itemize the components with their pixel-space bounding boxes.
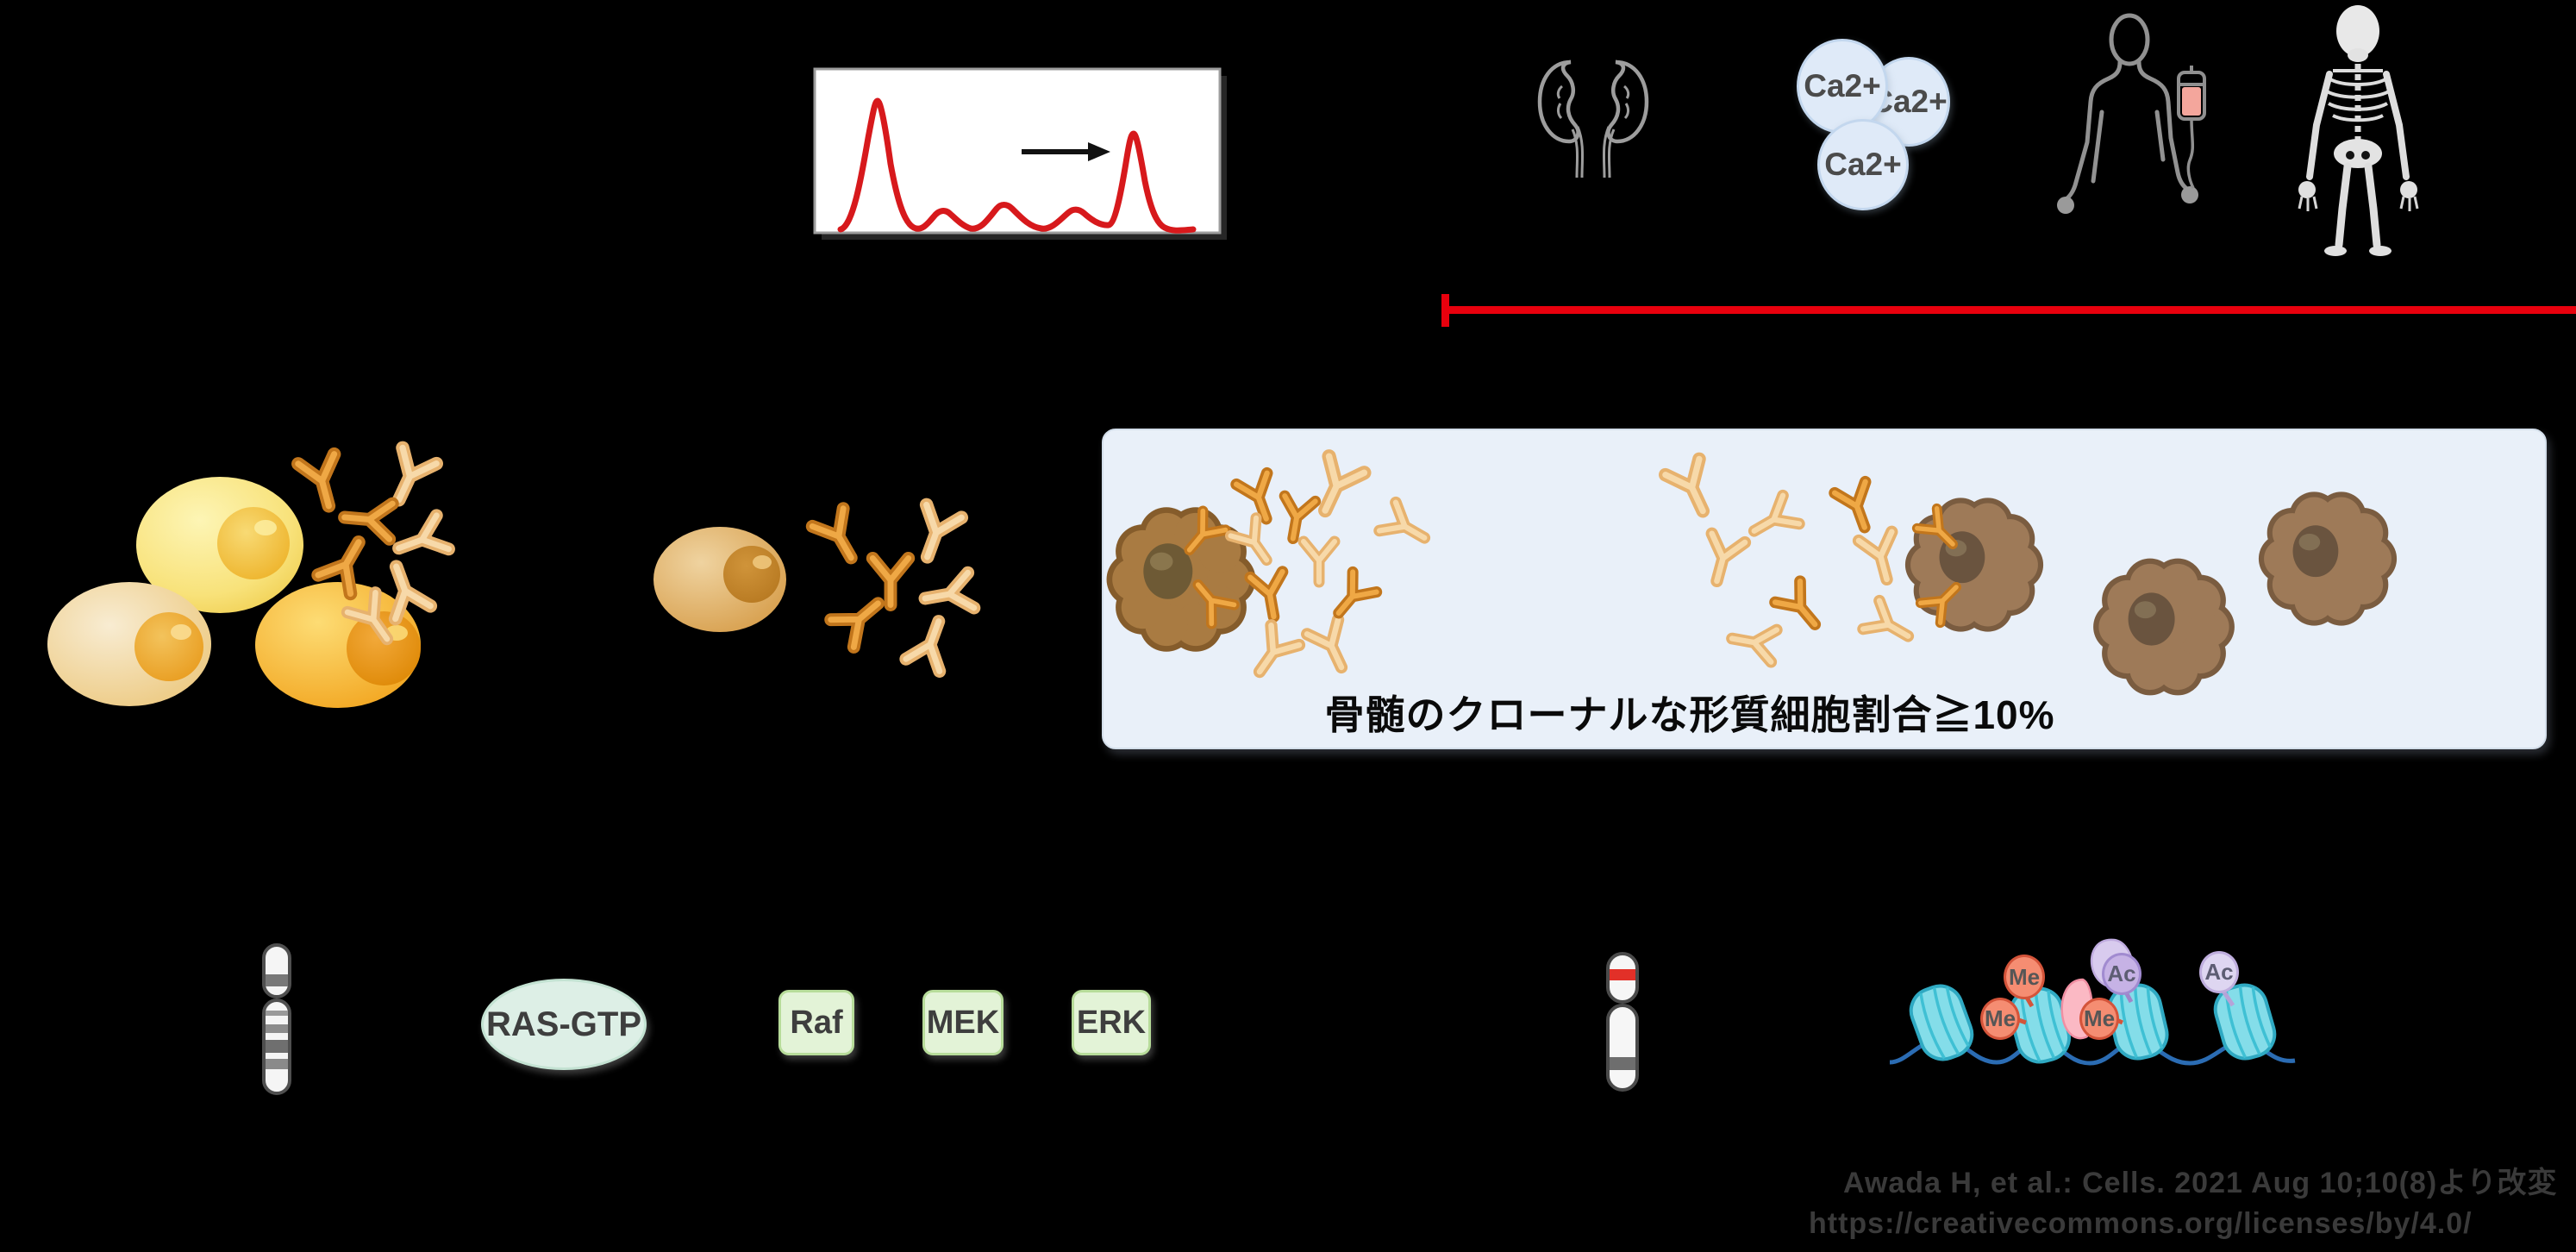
myeloma-cell-icon [2258,491,2398,626]
calcium-ion-icon: Ca2+ [1797,39,1888,134]
acetylation-icon: Ac [2199,951,2239,993]
mgus-cell-group [653,504,974,672]
marrow-caption: 骨髄のクローナルな形質細胞割合≧10% [1324,692,2055,737]
ras-gtp-node: RAS-GTP [481,979,647,1070]
plasma-cell-icon [47,582,211,706]
erk-label: ERK [1076,1004,1147,1041]
antibody-field [1230,456,1916,682]
acetyl-label: Ac [2107,961,2136,986]
ras-gtp-label: RAS-GTP [486,1005,641,1043]
acetylation-icon: Ac [2102,953,2141,995]
spep-curve [837,97,1197,234]
nucleosome-icon [1903,978,1980,1067]
mek-label: MEK [926,1004,1000,1041]
calcium-label: Ca2+ [1824,147,1902,182]
erk-node: ERK [1072,990,1151,1055]
myeloma-cell-icon [1904,498,2044,632]
plasma-cell-group [47,448,449,708]
plasma-cell-icon [653,527,786,632]
methyl-label: Me [1984,1005,2016,1031]
calcium-ion-icon: Ca2+ [1817,119,1909,210]
calcium-label: Ca2+ [1804,68,1881,103]
antibody-cluster [812,504,974,672]
translocation-chromosome-icon [1606,952,1639,1092]
methylation-icon: Me [2079,998,2119,1040]
acetyl-label: Ac [2204,959,2234,985]
spep-mspike-icon [813,67,1227,240]
arrow-right-icon [1022,142,1110,161]
bone-skeleton-icon [2298,5,2419,256]
anemia-transfusion-icon [2057,13,2206,214]
methyl-label: Me [2008,963,2041,990]
kidney-icon [1537,59,1649,178]
methylation-icon: Me [1980,998,2020,1040]
myeloma-cell-icon [2093,558,2235,696]
chromosome-icon [262,943,291,1095]
raf-node: Raf [778,990,854,1055]
mek-node: MEK [922,990,1004,1055]
raf-label: Raf [790,1004,843,1041]
methyl-label: Me [2083,1005,2116,1031]
citation-line-1: Awada H, et al.: Cells. 2021 Aug 10;10(8… [1843,1167,2558,1199]
methylation-icon: Me [2004,955,2045,999]
plasma-cell-icon [136,477,303,613]
blood-bag-icon [2177,66,2206,189]
citation-line-2: https://creativecommons.org/licenses/by/… [1809,1207,2473,1240]
myeloma-group [1106,456,2398,696]
myeloma-cell-icon [1106,507,1256,652]
timeline-red-line [1445,306,2576,314]
